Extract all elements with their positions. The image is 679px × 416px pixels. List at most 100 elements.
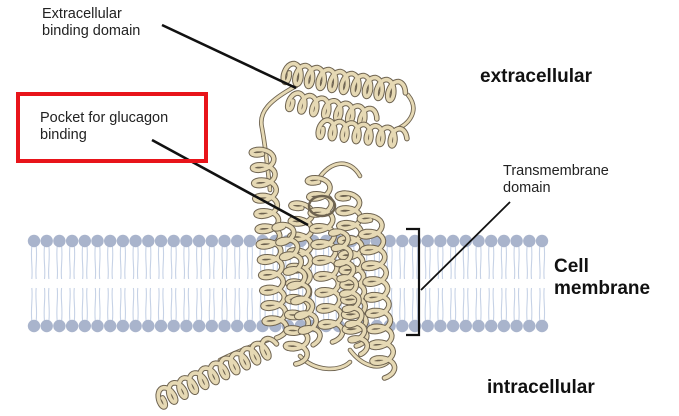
lipid-head xyxy=(460,320,472,332)
label-line: Transmembrane xyxy=(503,163,609,180)
lipid-tail xyxy=(184,246,189,321)
label-extracellular-binding-domain: Extracellular binding domain xyxy=(42,6,140,40)
lipid-tail xyxy=(57,246,62,321)
lipid-head xyxy=(536,235,548,247)
lipid-tail xyxy=(197,246,202,321)
lipid-head xyxy=(53,320,65,332)
lipid-head xyxy=(485,235,497,247)
lipid-head xyxy=(472,320,484,332)
lipid-head xyxy=(53,235,65,247)
lipid-tail xyxy=(133,246,138,321)
lipid-head xyxy=(536,320,548,332)
lipid-head xyxy=(28,320,40,332)
lipid-head xyxy=(129,235,141,247)
ecd-helix xyxy=(318,120,407,146)
lipid-tail xyxy=(222,246,227,321)
lipid-head xyxy=(447,235,459,247)
lipid-head xyxy=(244,320,256,332)
lipid-head xyxy=(218,320,230,332)
lipid-tail xyxy=(171,246,176,321)
lipid-head xyxy=(396,320,408,332)
tail-helix xyxy=(158,339,276,407)
lipid-tail xyxy=(70,246,75,321)
lipid-head xyxy=(91,320,103,332)
lipid-tail xyxy=(120,246,125,321)
label-extracellular: extracellular xyxy=(480,66,592,88)
leader-line-tm xyxy=(421,202,510,290)
lipid-tail xyxy=(31,246,36,321)
lipid-head xyxy=(104,235,116,247)
lipid-head xyxy=(142,235,154,247)
lipid-head xyxy=(117,320,129,332)
lipid-head xyxy=(422,320,434,332)
lipid-head xyxy=(523,320,535,332)
lipid-head xyxy=(142,320,154,332)
label-line: membrane xyxy=(554,278,650,300)
lipid-head xyxy=(218,235,230,247)
label-intracellular: intracellular xyxy=(487,377,595,399)
lipid-head xyxy=(244,235,256,247)
leader-line-ecd xyxy=(162,25,296,88)
lipid-tail xyxy=(146,246,151,321)
lipid-head xyxy=(91,235,103,247)
lipid-head xyxy=(193,320,205,332)
lipid-head xyxy=(231,320,243,332)
lipid-head xyxy=(510,235,522,247)
label-glucagon-pocket: Pocket for glucagon binding xyxy=(40,110,168,144)
lipid-head xyxy=(510,320,522,332)
lipid-head xyxy=(193,235,205,247)
label-line: Pocket for glucagon xyxy=(40,110,168,127)
lipid-tail xyxy=(438,246,443,321)
lipid-tail xyxy=(514,246,519,321)
lipid-head xyxy=(41,320,53,332)
lipid-tail xyxy=(539,246,544,321)
lipid-head xyxy=(523,235,535,247)
lipid-head xyxy=(447,320,459,332)
lipid-tail xyxy=(209,246,214,321)
lipid-head xyxy=(66,320,78,332)
lipid-head xyxy=(396,235,408,247)
lipid-tail xyxy=(489,246,494,321)
label-cell-membrane: Cell membrane xyxy=(554,256,650,301)
lipid-tail xyxy=(247,246,252,321)
lipid-head xyxy=(28,235,40,247)
lipid-head xyxy=(206,235,218,247)
lipid-head xyxy=(485,320,497,332)
label-line: binding xyxy=(40,127,168,144)
lipid-head xyxy=(129,320,141,332)
lipid-tail xyxy=(95,246,100,321)
lipid-head xyxy=(434,235,446,247)
lipid-head xyxy=(168,320,180,332)
lipid-head xyxy=(117,235,129,247)
lipid-head xyxy=(79,320,91,332)
lipid-head xyxy=(180,320,192,332)
lipid-tail xyxy=(158,246,163,321)
lipid-tail xyxy=(476,246,481,321)
lipid-head xyxy=(434,320,446,332)
lipid-head xyxy=(498,320,510,332)
lipid-head xyxy=(155,320,167,332)
lipid-tail xyxy=(412,246,417,321)
lipid-tail xyxy=(527,246,532,321)
label-line: domain xyxy=(503,180,609,197)
lipid-tail xyxy=(44,246,49,321)
lipid-tail xyxy=(108,246,113,321)
label-line: Extracellular xyxy=(42,6,140,23)
label-line: binding domain xyxy=(42,23,140,40)
lipid-head xyxy=(104,320,116,332)
lipid-tail xyxy=(463,246,468,321)
lipid-head xyxy=(168,235,180,247)
label-line: Cell xyxy=(554,256,650,278)
lipid-tail xyxy=(82,246,87,321)
lipid-head xyxy=(206,320,218,332)
lipid-tail xyxy=(400,246,405,321)
lipid-head xyxy=(155,235,167,247)
lipid-head xyxy=(180,235,192,247)
lipid-tail xyxy=(235,246,240,321)
lipid-head xyxy=(79,235,91,247)
lipid-head xyxy=(498,235,510,247)
label-transmembrane-domain: Transmembrane domain xyxy=(503,163,609,197)
lipid-tail xyxy=(501,246,506,321)
